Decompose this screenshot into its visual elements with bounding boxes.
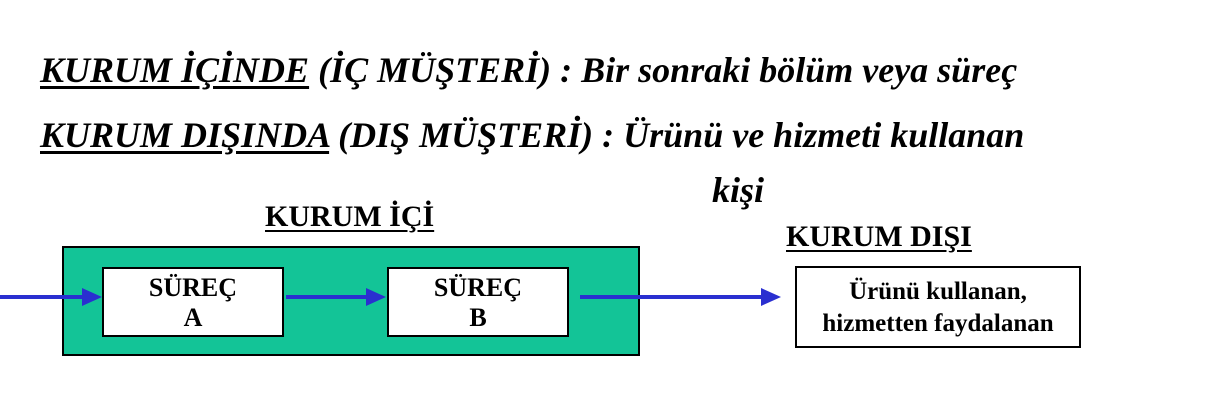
internal-qualifier: (İÇ MÜŞTERİ) (318, 50, 552, 90)
external-separator: : (593, 115, 624, 155)
arrow-b-to-customer-head (761, 288, 781, 306)
process-a-title: SÜREÇ (148, 273, 238, 302)
external-qualifier: (DIŞ MÜŞTERİ) (338, 115, 594, 155)
process-b-box: SÜREÇ B (387, 267, 569, 337)
internal-separator: : (551, 50, 582, 90)
process-a-box: SÜREÇ A (102, 267, 284, 337)
external-customer-box: Ürünü kullanan, hizmetten faydalanan (795, 266, 1081, 348)
external-description: Ürünü ve hizmeti kullanan (623, 115, 1025, 155)
external-term: KURUM DIŞINDA (40, 115, 330, 155)
external-description-continued: kişi (712, 170, 765, 210)
outside-org-label: KURUM DIŞI (786, 220, 972, 253)
customer-line-2: hizmetten faydalanan (822, 310, 1054, 337)
process-b-letter: B (469, 303, 487, 332)
process-a-letter: A (183, 303, 203, 332)
internal-description: Bir sonraki bölüm veya süreç (581, 50, 1018, 90)
customer-line-1: Ürünü kullanan, (849, 278, 1027, 305)
process-b-title: SÜREÇ (433, 273, 523, 302)
external-customer-definition: KURUM DIŞINDA (DIŞ MÜŞTERİ) : Ürünü ve h… (40, 117, 1024, 153)
internal-customer-definition: KURUM İÇİNDE (İÇ MÜŞTERİ) : Bir sonraki … (40, 52, 1017, 88)
inside-org-label: KURUM İÇİ (265, 200, 435, 233)
internal-term: KURUM İÇİNDE (40, 50, 310, 90)
